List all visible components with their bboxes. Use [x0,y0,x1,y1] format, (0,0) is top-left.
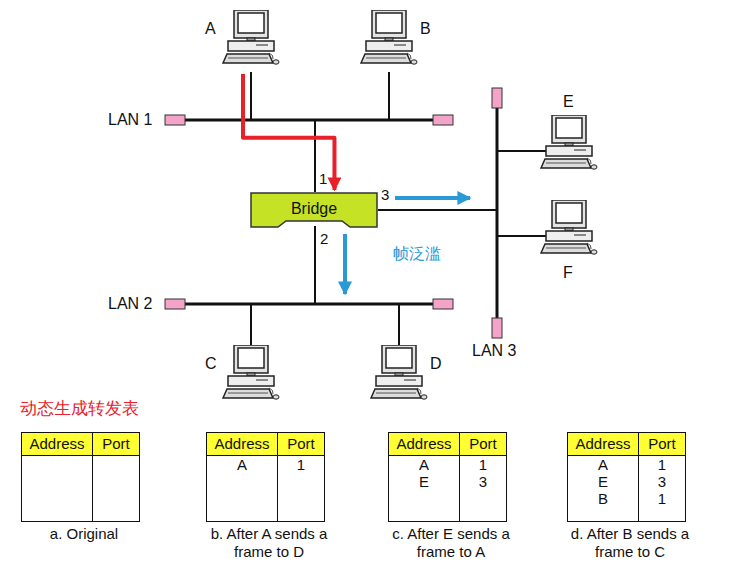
station-letter: D [430,355,442,373]
terminator [165,115,185,125]
port-cable [314,226,316,304]
computer-node: E [540,115,598,177]
table-header: Port [639,433,685,456]
table-cell: 3 [639,473,685,490]
port-number: 1 [319,170,327,187]
table-cell: 1 [639,456,685,473]
drop-cable [497,235,546,237]
table-header: Port [460,433,506,456]
station-letter: E [563,93,574,111]
terminator [492,88,502,108]
lan-cable [185,303,433,306]
port-number: 2 [320,230,328,247]
table-header: Address [389,433,459,456]
lan-name: LAN 3 [472,342,516,360]
table-cell: A [568,456,638,473]
drop-cable [250,304,252,345]
table-cell: E [389,473,459,490]
station-letter: F [563,264,573,282]
device-name: Bridge [291,199,337,219]
table-header: Address [22,433,92,456]
table-cell: 3 [460,473,506,490]
table-caption: c. After E sends a frame to A [389,525,513,561]
table-column: Port131 [639,433,685,521]
drop-cable [398,304,400,345]
table-column: AddressAE [389,433,460,521]
computer-icon [222,345,280,407]
terminator [492,318,502,338]
flooding-note: 帧泛滥 [393,245,441,263]
computer-node: D [370,345,428,407]
computer-icon [360,10,418,72]
table-cell: 1 [460,456,506,473]
computer-node: C [222,345,280,407]
table-column: Address [22,433,93,521]
flood-arrow [343,234,347,294]
table-header: Port [93,433,139,456]
forwarding-table: AddressAEPort13c. After E sends a frame … [388,432,507,522]
table-cell: 1 [278,456,324,473]
port-number: 3 [381,186,389,203]
table-column: Port1 [278,433,324,521]
computer-node: B [360,10,418,72]
flood-arrow [395,196,470,200]
table-column: Port13 [460,433,506,521]
station-letter: A [205,20,216,38]
terminator [433,299,453,309]
computer-icon [370,345,428,407]
computer-node: F [540,200,598,262]
drop-cable [388,72,390,120]
lan-name: LAN 2 [108,295,152,313]
lan-cable [185,119,433,122]
table-header: Address [568,433,638,456]
drop-cable [497,150,546,152]
computer-icon [540,115,598,177]
table-cell: 1 [639,490,685,507]
computer-node: A [222,10,280,72]
table-cell: B [568,490,638,507]
forwarding-table: AddressAEBPort131d. After B sends a fram… [567,432,686,522]
drop-cable [250,72,252,120]
forwarding-table: AddressPorta. Original [21,432,140,522]
table-cell: E [568,473,638,490]
frame-path-arrow [243,74,334,190]
lan-name: LAN 1 [108,111,152,129]
forwarding-table: AddressAPort1b. After A sends a frame to… [206,432,325,522]
lan-cable [496,108,499,318]
bridge-box: Bridge [250,192,378,228]
table-cell: A [207,456,277,473]
station-letter: C [205,355,217,373]
table-caption: d. After B sends a frame to C [568,525,692,561]
computer-icon [540,200,598,262]
table-cell: A [389,456,459,473]
terminator [433,115,453,125]
table-caption: a. Original [22,525,146,543]
table-header: Address [207,433,277,456]
table-column: Port [93,433,139,521]
table-header: Port [278,433,324,456]
table-column: AddressAEB [568,433,639,521]
terminator [165,299,185,309]
port-cable [378,209,497,211]
station-letter: B [420,20,431,38]
table-caption: b. After A sends a frame to D [207,525,331,561]
computer-icon [222,10,280,72]
section-heading: 动态生成转发表 [20,399,139,419]
table-column: AddressA [207,433,278,521]
port-cable [314,120,316,192]
